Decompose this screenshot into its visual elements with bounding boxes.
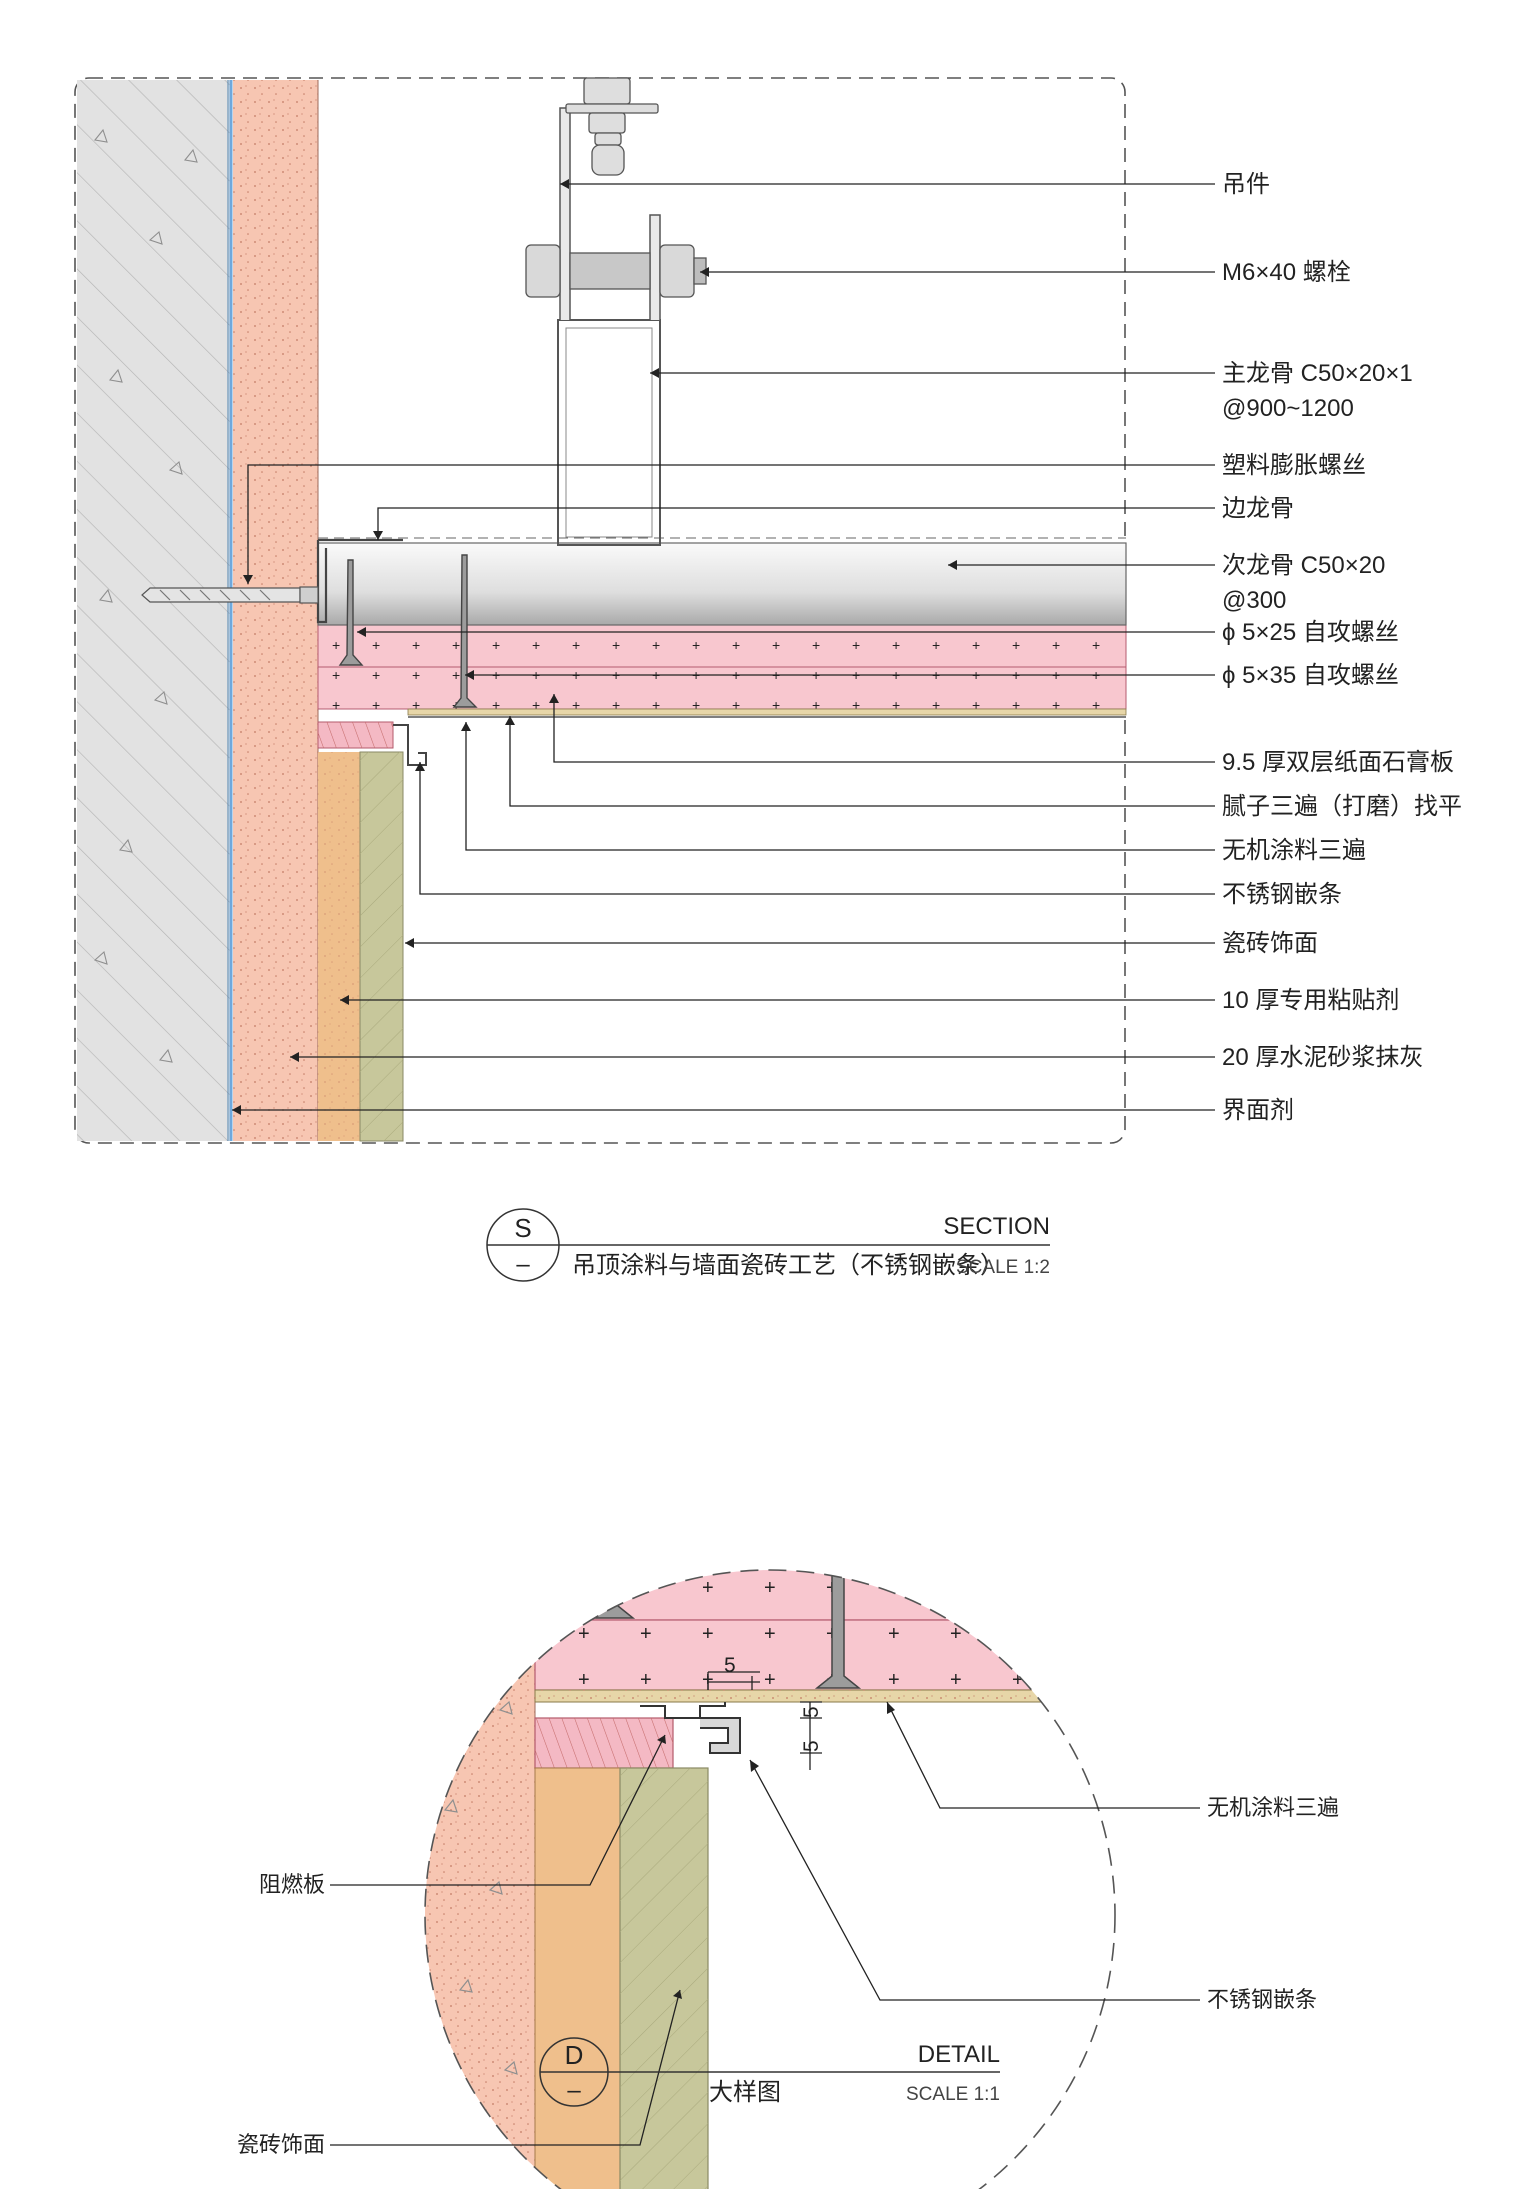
- detail-label-fire-board: 阻燃板: [259, 1872, 325, 1897]
- main-keel: [557, 319, 661, 546]
- detail-fire-board-hatch: [535, 1718, 673, 1768]
- label-expansion-screw: 塑料膨胀螺丝: [1222, 452, 1366, 479]
- label-coating: 无机涂料三遍: [1222, 837, 1366, 864]
- detail-dim-gap: [707, 1676, 760, 1690]
- label-m6-bolt: M6×40 螺栓: [1222, 259, 1351, 286]
- dim-5-b: 5: [800, 1740, 823, 1752]
- detail-dimensions: [707, 1671, 822, 1770]
- fire-board-hatch: [318, 722, 393, 748]
- section-title-letter: S: [514, 1213, 531, 1243]
- gypsum-board-lower-pattern: [318, 667, 1126, 709]
- section-leaders: [232, 183, 1215, 1111]
- detail-gypsum-upper-pattern: [535, 1570, 1115, 1620]
- label-secondary-keel: 次龙骨 C50×20: [1222, 552, 1385, 579]
- detail-tile-hatch: [620, 1768, 708, 2194]
- dim-5-a: 5: [800, 1706, 823, 1718]
- detail-trim-top: [640, 1702, 726, 1719]
- label-adhesive: 10 厚专用粘贴剂: [1222, 987, 1399, 1014]
- label-cement-plaster: 20 厚水泥砂浆抹灰: [1222, 1044, 1423, 1071]
- section-title-name: 吊顶涂料与墙面瓷砖工艺（不锈钢嵌条）: [572, 1252, 1004, 1279]
- leader-arrowheads: [232, 179, 957, 1115]
- detail-label-tile: 瓷砖饰面: [237, 2132, 325, 2157]
- screw-5x25: [338, 559, 364, 666]
- section-view: 吊件 M6×40 螺栓 主龙骨 C50×20×1 @900~1200 塑料膨胀螺…: [74, 77, 1462, 1282]
- hanger-plate: [649, 214, 661, 320]
- detail-clipped-content: [425, 1570, 1115, 2194]
- gypsum-board-upper-pattern: [318, 625, 1126, 667]
- label-screw-35: ϕ 5×35 自攻螺丝: [1222, 662, 1399, 689]
- tile-hatch: [360, 752, 403, 1141]
- hanger: [559, 107, 571, 320]
- detail-labels: 无机涂料三遍 不锈钢嵌条 阻燃板 瓷砖饰面: [237, 1795, 1339, 2157]
- concrete-aggregates: [93, 128, 198, 1063]
- detail-plaster-texture: [425, 1570, 535, 2194]
- section-labels: 吊件 M6×40 螺栓 主龙骨 C50×20×1 @900~1200 塑料膨胀螺…: [1222, 171, 1462, 1124]
- detail-leaders: [330, 1701, 1200, 2146]
- label-stainless-trim: 不锈钢嵌条: [1222, 881, 1342, 908]
- detail-circle: [424, 1569, 1116, 2194]
- detail-label-trim: 不锈钢嵌条: [1207, 1987, 1317, 2012]
- label-main-keel-spacing: @900~1200: [1222, 395, 1354, 422]
- label-main-keel: 主龙骨 C50×20×1: [1222, 360, 1413, 387]
- adhesive-texture: [318, 752, 360, 1141]
- edge-keel: [316, 538, 403, 624]
- dim-5-c: 5: [724, 1654, 736, 1677]
- label-secondary-keel-spacing: @300: [1222, 587, 1286, 614]
- m6-bolt: [525, 244, 707, 298]
- detail-putty-texture: [535, 1690, 1115, 1702]
- label-hanger: 吊件: [1222, 171, 1270, 198]
- label-screw-25: ϕ 5×25 自攻螺丝: [1222, 619, 1399, 646]
- detail-dim-texts: 5 5 5: [724, 1654, 823, 1752]
- label-interface-agent: 界面剂: [1222, 1097, 1294, 1124]
- detail-gypsum-lower-pattern: [535, 1620, 1115, 1690]
- label-edge-keel: 边龙骨: [1222, 495, 1294, 522]
- hanger-nut: [565, 77, 659, 176]
- section-title-scale: SCALE 1:2: [956, 1257, 1050, 1278]
- expansion-screw: [141, 586, 319, 604]
- detail-adhesive: [534, 1767, 621, 2194]
- detail-title-letter: D: [565, 2040, 584, 2070]
- section-title-block: S – SECTION 吊顶涂料与墙面瓷砖工艺（不锈钢嵌条） SCALE 1:2: [486, 1208, 1050, 1282]
- detail-title-dash: –: [567, 2077, 581, 2104]
- detail-title-block-actual-visible: D – DETAIL 大样图 SCALE 1:1: [539, 2037, 1000, 2107]
- detail-title-name: 大样图: [709, 2079, 781, 2106]
- putty-layer: [407, 708, 1127, 716]
- stainless-trim: [393, 724, 427, 766]
- detail-label-coating: 无机涂料三遍: [1207, 1795, 1339, 1820]
- detail-stainless-trim: [700, 1717, 741, 1754]
- screw-5x35: [452, 554, 478, 708]
- label-tile-finish: 瓷砖饰面: [1222, 930, 1318, 957]
- label-gypsum-board: 9.5 厚双层纸面石膏板: [1222, 749, 1454, 776]
- detail-title-scale: SCALE 1:1: [906, 2084, 1000, 2105]
- label-putty: 腻子三遍（打磨）找平: [1222, 793, 1462, 820]
- detail-view: 5 5 5 无机涂料三遍 不锈钢嵌条 阻燃板 瓷砖饰面: [237, 1569, 1339, 2194]
- main-keel-inner: [565, 327, 653, 538]
- secondary-keel: [317, 542, 1127, 626]
- cement-plaster-texture: [233, 80, 318, 1141]
- detail-title-heading: DETAIL: [918, 2041, 1000, 2068]
- concrete-hatch: [77, 80, 230, 1141]
- detail-leader-arrowheads: [657, 1702, 895, 1999]
- section-title-heading: SECTION: [943, 1213, 1050, 1240]
- section-title-dash: –: [516, 1251, 530, 1278]
